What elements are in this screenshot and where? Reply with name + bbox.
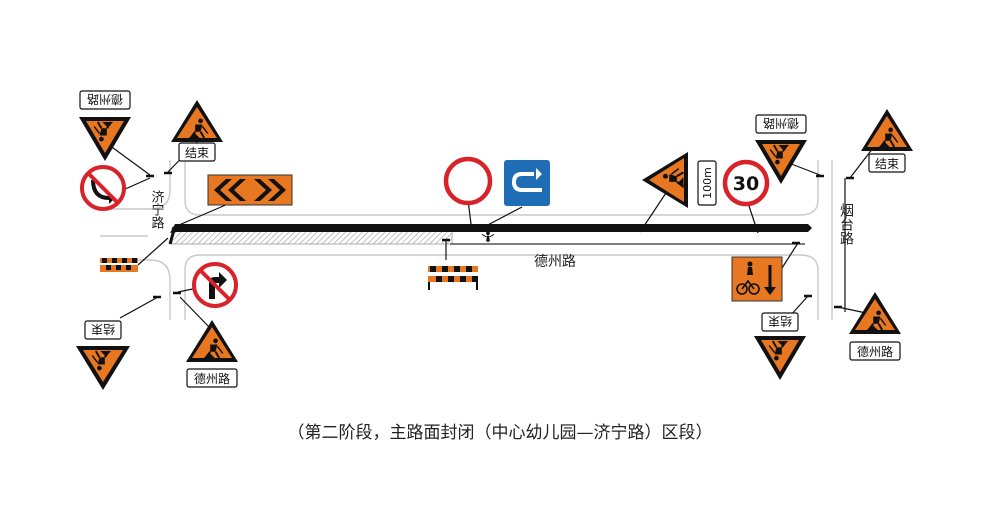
- no-vehicles-sign: [443, 156, 493, 206]
- road-work-sign-bottom-right: [849, 292, 901, 334]
- main-road-label: 德州路: [534, 254, 576, 270]
- closure-zone: [168, 224, 812, 245]
- right-cross-road-label: 烟台路: [838, 203, 854, 245]
- speed-limit-sign: 30: [722, 159, 770, 207]
- no-right-turn-sign: [192, 262, 238, 308]
- road-work-ahead-sign-inverted: [79, 117, 131, 161]
- road-name-sign-bottom-right: 德州路: [849, 341, 901, 361]
- svg-text:30: 30: [733, 173, 759, 195]
- svg-text:德州路: 德州路: [87, 92, 123, 107]
- svg-text:结束: 结束: [185, 146, 209, 160]
- end-sign-upside-down: 结束: [84, 320, 122, 340]
- end-sign-upside-down-right: 结束: [761, 312, 799, 332]
- svg-text:德州路: 德州路: [857, 344, 893, 359]
- road-edges: [100, 160, 833, 320]
- end-sign-left: 结束: [178, 142, 216, 162]
- svg-text:德州路: 德州路: [763, 116, 799, 131]
- road-work-sign-inverted-right: [755, 140, 807, 184]
- figure-caption: （第二阶段，主路面封闭（中心幼儿园—济宁路）区段）: [287, 423, 713, 443]
- road-name-sign-bottom-left: 德州路: [186, 368, 238, 388]
- road-work-sign-bottom-left: [186, 320, 238, 362]
- svg-text:结束: 结束: [875, 157, 899, 171]
- pedestrian-bicycle-detour-sign: [731, 256, 783, 302]
- svg-text:结束: 结束: [768, 314, 792, 328]
- road-work-sign: [171, 100, 223, 142]
- chevron-alignment-board: [207, 174, 293, 206]
- traffic-control-diagram: 德州路 济宁路 烟台路: [76, 90, 913, 390]
- end-sign-right: 结束: [868, 153, 906, 173]
- svg-text:德州路: 德州路: [194, 371, 230, 386]
- road-work-sign-far-right: [861, 109, 913, 151]
- barricade-center: [428, 266, 478, 290]
- barricade-left: [100, 258, 138, 272]
- road-name-sign-upside-down-right: 德州路: [755, 114, 807, 134]
- left-cross-road-label: 济宁路: [149, 190, 165, 229]
- distance-plate: 100m: [697, 160, 717, 206]
- svg-text:100m: 100m: [701, 167, 714, 199]
- road-work-sign-rotated: [642, 152, 688, 208]
- u-turn-sign: [504, 160, 550, 206]
- no-turn-sign: [80, 165, 126, 211]
- flagger-worker-icon: [481, 231, 495, 242]
- sign-poles: [146, 171, 854, 309]
- road-work-sign-inverted-left: [76, 346, 130, 390]
- road-work-sign-inverted-bottom-right: [754, 336, 806, 380]
- svg-text:结束: 结束: [91, 322, 115, 336]
- closure-barrier-line: [170, 224, 812, 233]
- road-name-sign-upside-down: 德州路: [79, 90, 131, 110]
